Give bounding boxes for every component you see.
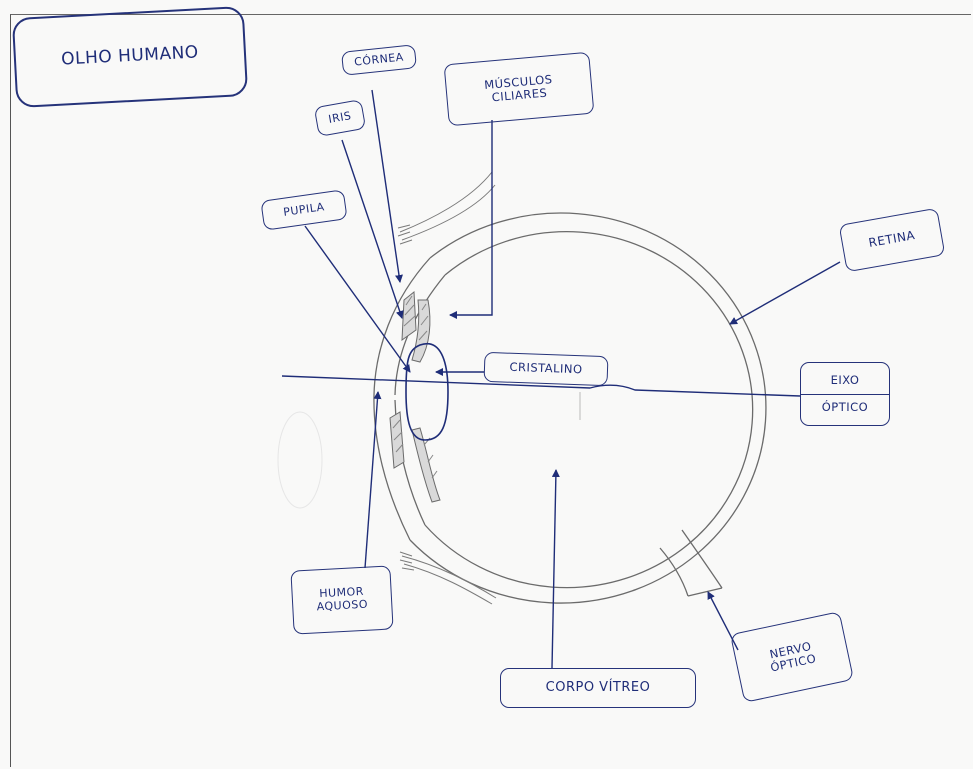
- eyeball: [374, 213, 766, 603]
- ciliary-bottom: [412, 428, 440, 502]
- leader-humor: [365, 392, 378, 568]
- label-cristalino: CRISTALINO: [484, 352, 609, 386]
- label-musculos-ciliares: MÚSCULOS CILIARES: [444, 52, 595, 126]
- title-box: OLHO HUMANO: [12, 6, 248, 108]
- ciliary-body: [390, 292, 440, 502]
- leader-retina: [730, 262, 840, 324]
- extrinsic-muscles: [398, 172, 496, 604]
- iris-bottom: [390, 412, 404, 468]
- leader-pupila: [305, 226, 410, 372]
- leader-corpo: [552, 470, 556, 668]
- label-corpo-vitreo: CORPO VÍTREO: [500, 668, 696, 708]
- ghost-sketch: [278, 412, 322, 508]
- page-title: OLHO HUMANO: [61, 44, 199, 71]
- leader-iris: [342, 140, 402, 318]
- retina-inner: [425, 232, 753, 588]
- leader-cornea: [372, 90, 400, 282]
- label-eixo-optico: EIXO ÓPTICO: [800, 362, 890, 426]
- leader-musculos: [450, 120, 492, 315]
- sclera-outer: [410, 213, 766, 603]
- label-humor-aquoso: HUMOR AQUOSO: [290, 565, 393, 634]
- iris-top: [402, 292, 416, 340]
